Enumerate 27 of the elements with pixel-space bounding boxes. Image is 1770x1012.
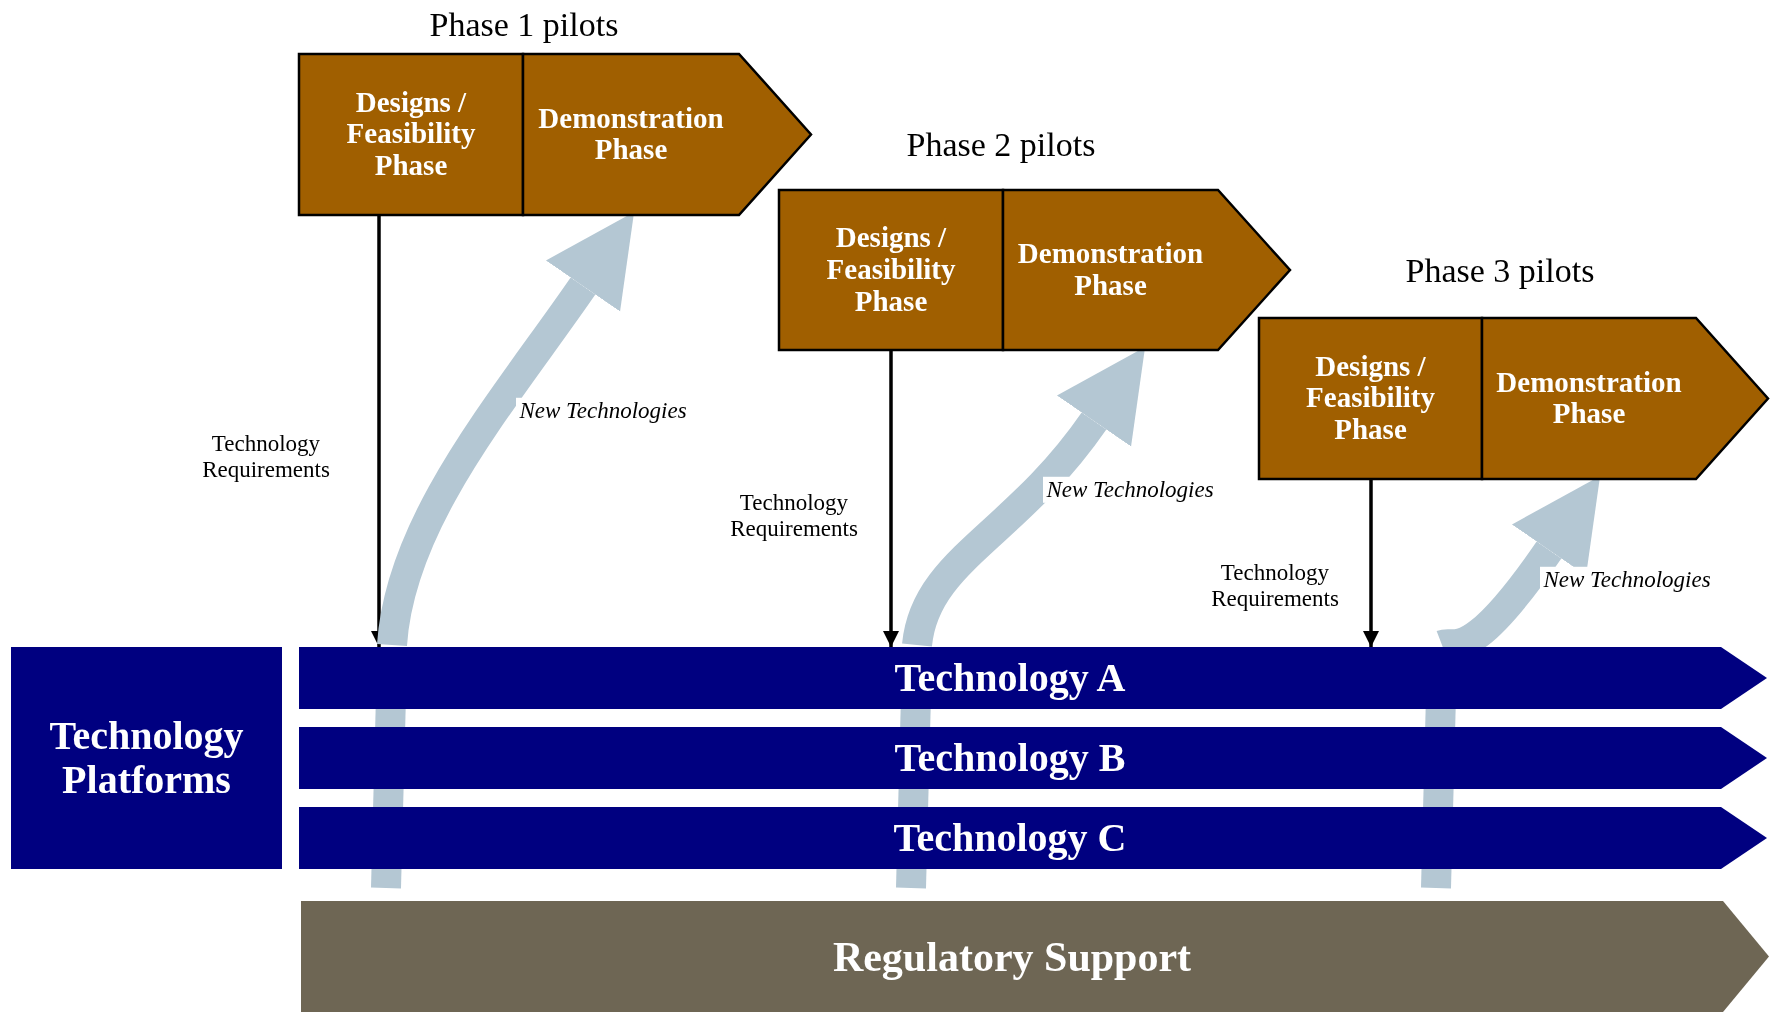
phase-heading: Phase 3 pilots (1405, 252, 1595, 290)
technology-band (299, 647, 1767, 709)
phase-title: Demonstration Phase (1495, 366, 1683, 431)
phase-title: Designs / Feasibility Phase (345, 86, 477, 183)
phase-title: Designs / Feasibility Phase (825, 222, 957, 318)
phase-box (1003, 190, 1290, 350)
band-title: Technology Platforms (48, 714, 245, 802)
arrow (1363, 479, 1379, 647)
arrow (883, 350, 899, 647)
band-title: Technology B (893, 736, 1127, 780)
phase-box (779, 190, 1003, 350)
technology-band (299, 727, 1767, 789)
phase-title: Demonstration Phase (537, 102, 725, 167)
phase-box (1259, 318, 1482, 479)
platform-box (11, 647, 282, 869)
band-title: Technology C (892, 816, 1128, 860)
phase-box (523, 54, 811, 215)
support-band (301, 901, 1769, 1012)
band-title: Regulatory Support (831, 933, 1193, 980)
phase-box (1482, 318, 1768, 479)
technology-band (299, 807, 1767, 869)
band-title: Technology A (893, 656, 1127, 700)
phase-title: Demonstration Phase (1016, 238, 1205, 302)
phase-box (299, 54, 523, 215)
phase-heading: Phase 1 pilots (429, 6, 619, 44)
phase-heading: Phase 2 pilots (906, 126, 1096, 164)
phase-title: Designs / Feasibility Phase (1305, 350, 1436, 447)
